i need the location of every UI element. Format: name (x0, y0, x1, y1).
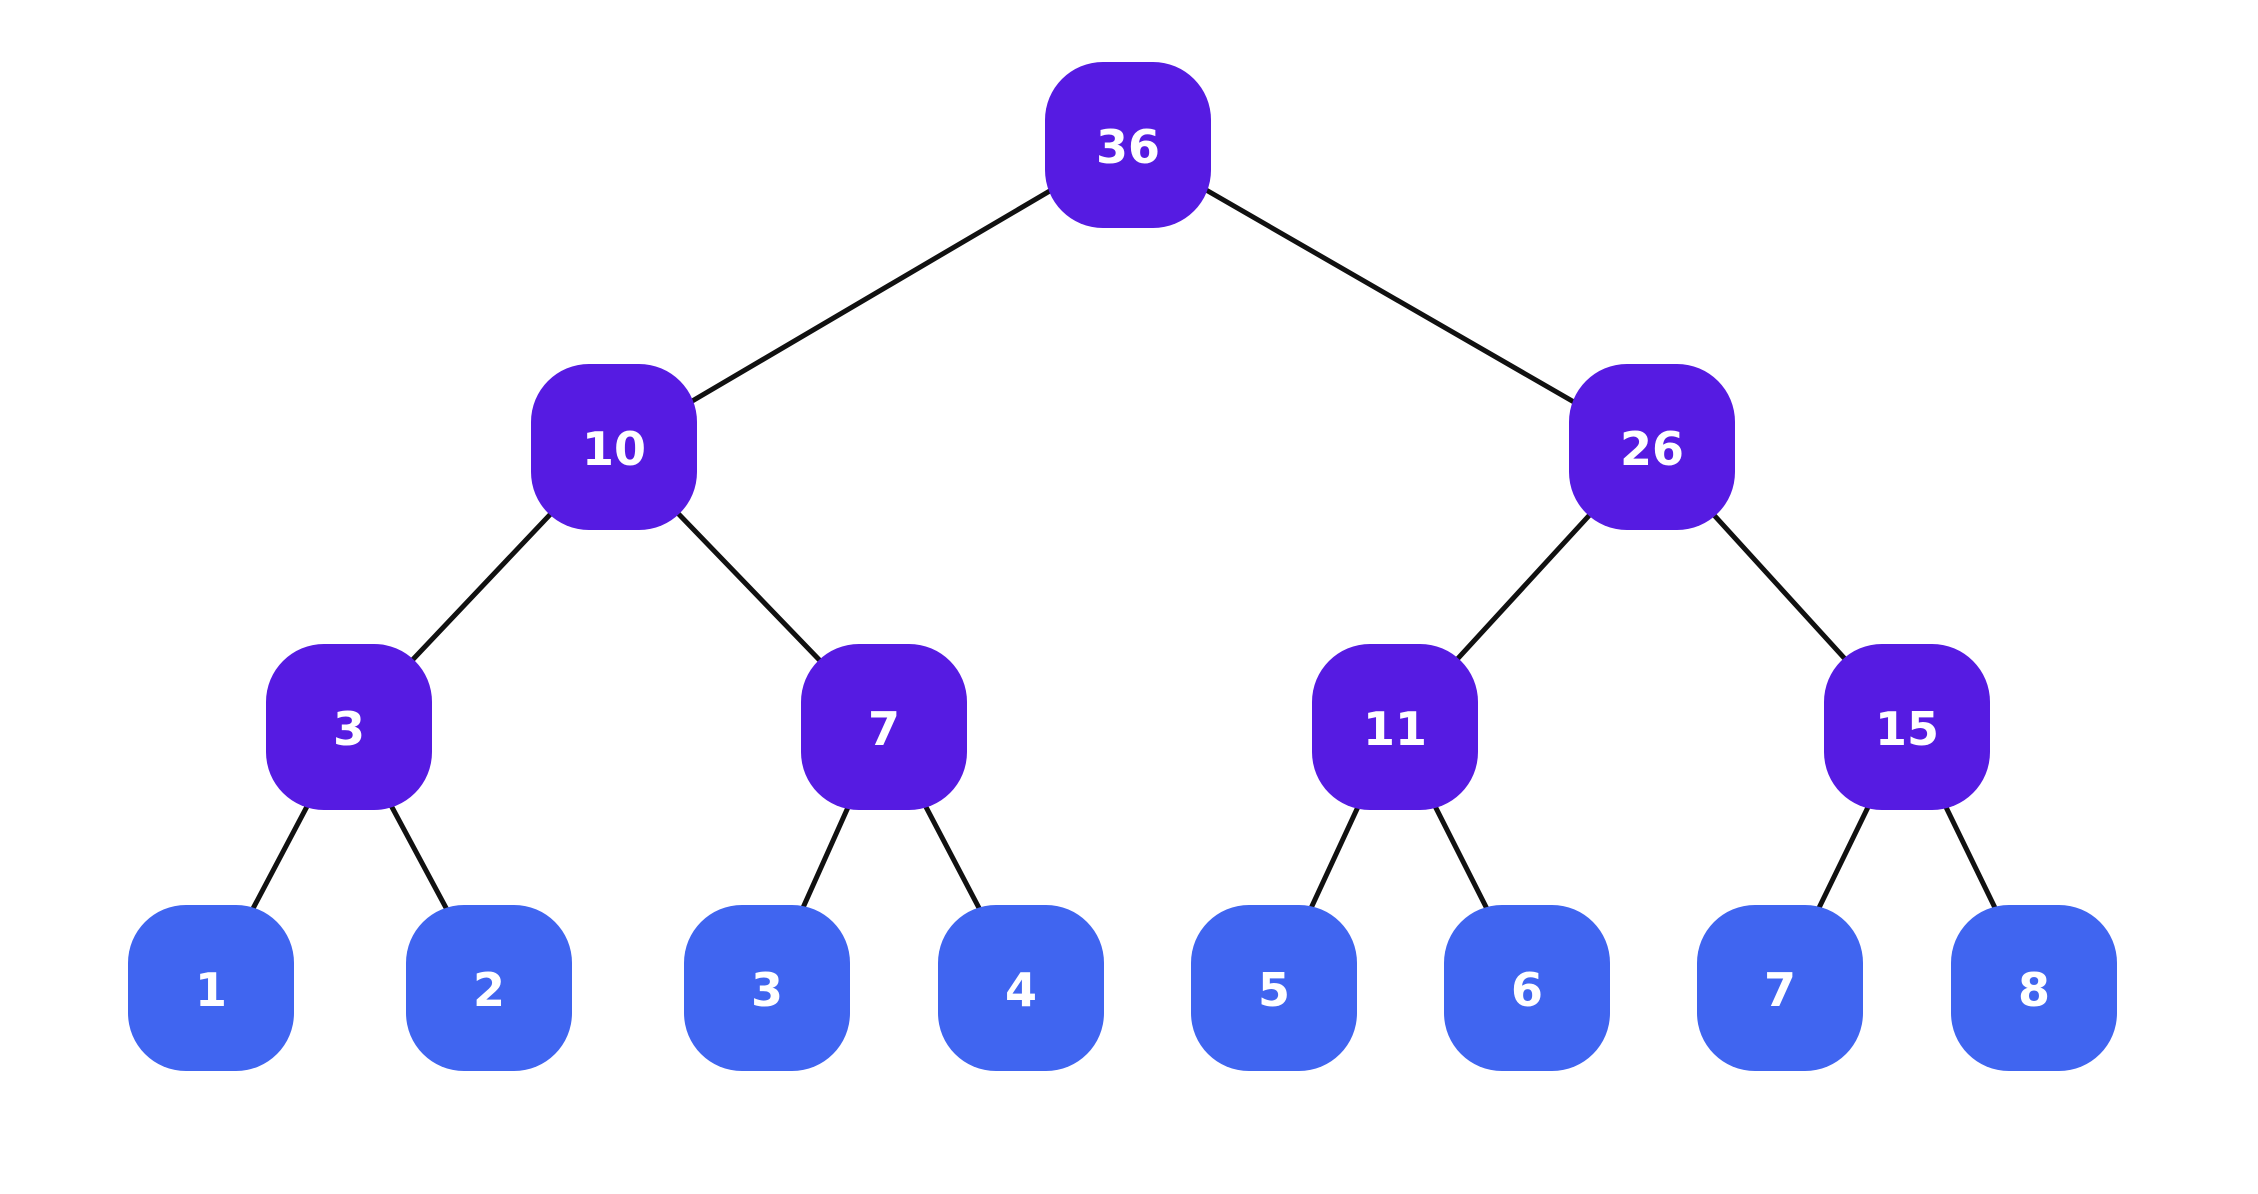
nodes-layer: 36 10 26 3 7 11 15 1 2 3 4 5 6 7 8 (128, 62, 2117, 1071)
leaf-node-n9: 3 (684, 905, 850, 1071)
node-label: 3 (333, 702, 365, 756)
node-box (684, 905, 850, 1071)
node-label: 26 (1620, 422, 1684, 476)
tree-edge-n0-n2 (1125, 142, 1655, 450)
node-label: 1 (195, 963, 227, 1017)
node-box (1824, 644, 1990, 810)
node-box (1191, 905, 1357, 1071)
node-label: 6 (1511, 963, 1543, 1017)
tree-edge-n0-n1 (611, 142, 1131, 450)
node-box (938, 905, 1104, 1071)
leaf-node-n8: 2 (406, 905, 572, 1071)
node-box (1697, 905, 1863, 1071)
leaf-node-n12: 6 (1444, 905, 1610, 1071)
node-label: 8 (2018, 963, 2050, 1017)
node-box (406, 905, 572, 1071)
leaf-node-n11: 5 (1191, 905, 1357, 1071)
internal-node-n1: 10 (531, 364, 697, 530)
node-label: 15 (1875, 702, 1939, 756)
internal-node-n4: 7 (801, 644, 967, 810)
internal-node-n6: 15 (1824, 644, 1990, 810)
node-box (801, 644, 967, 810)
node-box (1569, 364, 1735, 530)
node-box (1045, 62, 1211, 228)
leaf-node-n13: 7 (1697, 905, 1863, 1071)
internal-node-n5: 11 (1312, 644, 1478, 810)
node-label: 11 (1363, 702, 1427, 756)
node-label: 5 (1258, 963, 1290, 1017)
node-label: 3 (751, 963, 783, 1017)
internal-node-n3: 3 (266, 644, 432, 810)
leaf-node-n14: 8 (1951, 905, 2117, 1071)
node-label: 10 (582, 422, 646, 476)
node-label: 7 (868, 702, 900, 756)
edges-layer (208, 142, 2037, 991)
node-box (266, 644, 432, 810)
node-box (1312, 644, 1478, 810)
node-box (1444, 905, 1610, 1071)
node-box (128, 905, 294, 1071)
node-label: 4 (1005, 963, 1037, 1017)
node-label: 7 (1764, 963, 1796, 1017)
node-box (1951, 905, 2117, 1071)
internal-node-n0: 36 (1045, 62, 1211, 228)
node-box (531, 364, 697, 530)
leaf-node-n7: 1 (128, 905, 294, 1071)
node-label: 2 (473, 963, 505, 1017)
node-label: 36 (1096, 120, 1160, 174)
leaf-node-n10: 4 (938, 905, 1104, 1071)
internal-node-n2: 26 (1569, 364, 1735, 530)
